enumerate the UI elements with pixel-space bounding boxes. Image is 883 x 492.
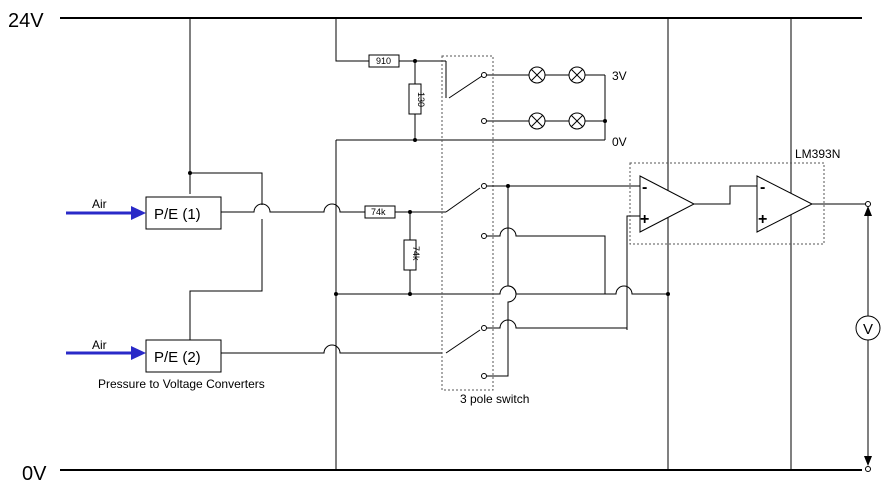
r910-feed-wire [335,18,369,62]
resistor-74k-b-label: 74k [411,246,421,261]
lamp-icon [528,112,546,130]
switch-pole2-contact-a [481,183,487,189]
lamp-icon [568,66,586,84]
junction-lamp-121 [603,119,607,123]
ic-label: LM393N [795,147,840,161]
switch-pole3-contact-a [481,325,487,331]
switch-outline [441,55,494,391]
switch-pole3-contact-b [481,373,487,379]
comp2-minus: - [760,179,765,196]
output-terminal-bottom [865,466,871,472]
pole3-to-plus-wire [487,319,627,329]
pole2b-to-0v-wire [487,227,606,294]
voltmeter-label: V [863,321,873,338]
comp1-out-wire [694,185,757,205]
pe2-label: P/E (2) [154,349,201,366]
resistor-74k-a-label: 74k [371,207,386,217]
pole2-vertical [487,186,517,377]
converter-section: P/E (1) Air P/E (2) Air Pressure to Volt… [66,18,442,391]
lamp-icon [568,112,586,130]
resistor-130-label: 130 [416,92,426,107]
three-pole-switch: 3 pole switch [441,55,529,406]
comparator-2 [756,175,814,233]
lamp-0v-label: 0V [612,135,627,149]
pe2-supply-wire-lower [189,219,263,340]
comp1-minus: - [642,179,647,196]
converters-caption: Pressure to Voltage Converters [98,377,265,391]
pe2-output-wire [221,344,442,354]
comparator-ic: LM393N - + - + [629,147,871,245]
switch-pole1-contact-a [481,72,487,78]
lamp-3v-label: 3V [612,69,627,83]
rail-0v-label: 0V [22,463,47,485]
switch-pole2-contact-b [481,233,487,239]
meter-arrow-down [864,456,872,466]
comparator-1 [639,175,696,233]
resistor-910-label: 910 [376,56,391,66]
comp1-plus: + [640,211,649,228]
power-rails: 24V 0V [8,10,862,485]
lamp-circuit: 3V 0V [486,66,627,149]
switch-caption: 3 pole switch [460,392,529,406]
air1-arrowhead [131,206,146,220]
pe1-output-wire [221,203,365,213]
switch-pole2-blade [445,187,481,213]
air2-label: Air [92,338,107,352]
resistor-network: 910 130 74k 74k [334,18,670,470]
ground-bus [336,285,668,295]
switch-pole1-contact-b [481,118,487,124]
pe1-label: P/E (1) [154,206,201,223]
output-terminal-top [865,201,871,207]
junction-0v-bus [413,138,417,142]
comp2-plus: + [758,211,767,228]
pe2-converter [145,339,222,373]
pe1-converter [145,196,222,230]
air1-label: Air [92,197,107,211]
pe2-supply-wire [190,172,263,205]
voltmeter: V [855,206,881,472]
air2-arrowhead [131,346,146,360]
switch-pole3-blade [445,329,481,354]
plus-input-wire [626,215,640,330]
switch-pole1-blade [448,75,483,99]
meter-arrow-up [864,206,872,216]
lamp-icon [528,66,546,84]
rail-24v-label: 24V [8,10,44,32]
ic-outline [629,162,825,245]
